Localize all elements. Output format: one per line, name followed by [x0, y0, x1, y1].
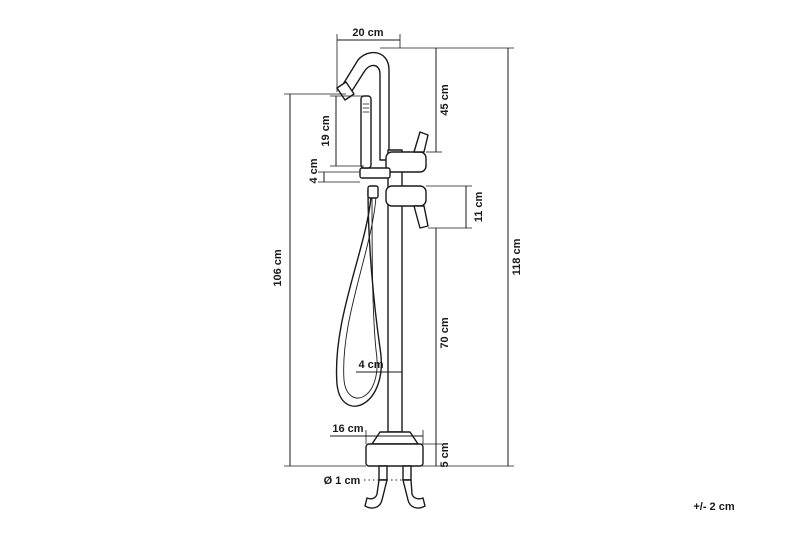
- lower-valve-body: [385, 185, 427, 207]
- label-shower-head: 19 cm: [320, 115, 332, 146]
- label-shower-holder: 4 cm: [308, 158, 320, 183]
- shower-holder: [359, 167, 391, 179]
- label-total-height: 118 cm: [511, 238, 523, 275]
- label-spout-height: 106 cm: [272, 249, 284, 287]
- tolerance-note: +/- 2 cm: [693, 501, 734, 513]
- label-handle-spacing: 11 cm: [473, 191, 485, 222]
- upper-valve-body: [385, 151, 427, 173]
- base-plate: [365, 443, 424, 467]
- label-spout-width: 20 cm: [352, 27, 383, 39]
- shower-hose: [335, 189, 383, 407]
- base-collar: [371, 431, 419, 445]
- label-column-diameter: 4 cm: [358, 359, 383, 371]
- dimension-lines: [284, 34, 514, 481]
- label-base-diameter: 16 cm: [332, 423, 363, 435]
- dimension-labels: 20 cm 45 cm 118 cm 19 cm 4 cm 11 cm 70 c…: [272, 27, 735, 513]
- inlet-right: [402, 465, 412, 481]
- label-lower-body: 70 cm: [439, 317, 451, 348]
- faucet-outline: [335, 51, 429, 509]
- label-inlet-diameter: Ø 1 cm: [324, 475, 361, 487]
- label-spout-to-handles: 45 cm: [439, 84, 451, 115]
- inlet-left: [378, 465, 388, 481]
- lower-lever: [413, 205, 429, 229]
- upper-lever: [413, 131, 429, 153]
- label-base-height: 5 cm: [439, 442, 451, 467]
- hand-shower: [360, 95, 372, 169]
